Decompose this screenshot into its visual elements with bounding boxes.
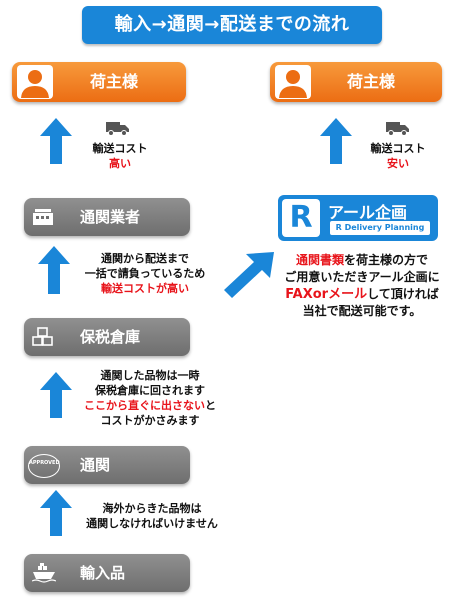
ship-icon <box>28 559 56 587</box>
truck-icon <box>106 122 129 136</box>
up-arrow-icon <box>40 118 72 164</box>
boxes-icon <box>28 323 56 351</box>
up-arrow-icon <box>40 372 72 418</box>
desc-line3: して頂ければ <box>367 287 439 301</box>
logo-name: アール企画 <box>328 203 408 222</box>
logo-mark: R <box>282 199 320 237</box>
desc-line2: ご用意いただきアール企画に <box>284 270 440 284</box>
cost-value-left: 高い <box>109 157 131 170</box>
warehouse-note-line1: 通関した品物は一時 <box>100 369 200 382</box>
desc-highlight-fax: FAXorメール <box>285 287 368 302</box>
cost-value-right: 安い <box>387 157 409 170</box>
import-goods-label: 輸入品 <box>80 564 126 582</box>
up-arrow-icon <box>38 246 70 294</box>
shipper-box-right: 荷主様 <box>270 62 442 102</box>
logo-subtitle: R Delivery Planning <box>330 221 430 235</box>
approved-stamp-icon: APPROVED <box>28 454 60 478</box>
warehouse-note-line2: 保税倉庫に回されます <box>95 384 205 397</box>
import-goods-box: 輸入品 <box>24 554 190 592</box>
company-logo: R アール企画 R Delivery Planning <box>278 195 438 241</box>
customs-broker-box: 通関業者 <box>24 198 190 236</box>
page-title: 輸入→通関→配送までの流れ <box>82 6 382 44</box>
truck-icon <box>386 122 409 136</box>
bonded-warehouse-box: 保税倉庫 <box>24 318 190 356</box>
person-icon <box>17 65 53 99</box>
broker-note-line3: 輸送コストが高い <box>101 282 189 295</box>
desc-line4: 当社で配送可能です。 <box>302 304 422 318</box>
shipper-label-right: 荷主様 <box>346 72 395 91</box>
cost-label-left: 輸送コスト <box>92 142 148 155</box>
broker-note-line1: 通関から配送まで <box>101 252 189 265</box>
customs-broker-label: 通関業者 <box>80 208 141 226</box>
desc-highlight-docs: 通関書類 <box>295 253 344 267</box>
customs-box: APPROVED 通関 <box>24 446 190 484</box>
factory-icon <box>28 203 56 231</box>
desc-line1: を荷主様の方で <box>344 253 429 267</box>
diagonal-arrow-icon <box>224 252 274 298</box>
shipper-label-left: 荷主様 <box>89 72 138 91</box>
warehouse-note-line4: コストがかさみます <box>100 414 200 427</box>
up-arrow-icon <box>40 490 72 536</box>
bonded-warehouse-label: 保税倉庫 <box>80 328 141 346</box>
customs-note-line1: 海外からきた品物は <box>102 502 202 515</box>
customs-label: 通関 <box>80 456 111 474</box>
shipper-box-left: 荷主様 <box>12 62 186 102</box>
broker-note-line2: 一括で請負っているため <box>84 267 206 280</box>
warehouse-note-line3: ここから直ぐに出さない <box>84 399 205 412</box>
warehouse-note-line3-suffix: と <box>205 399 216 412</box>
up-arrow-icon <box>320 118 352 164</box>
company-description: 通関書類を荷主様の方で ご用意いただきアール企画に FAXorメールして頂ければ… <box>272 252 452 320</box>
cost-label-right: 輸送コスト <box>370 142 426 155</box>
person-icon <box>275 65 311 99</box>
customs-note-line2: 通関しなければいけません <box>86 517 218 530</box>
